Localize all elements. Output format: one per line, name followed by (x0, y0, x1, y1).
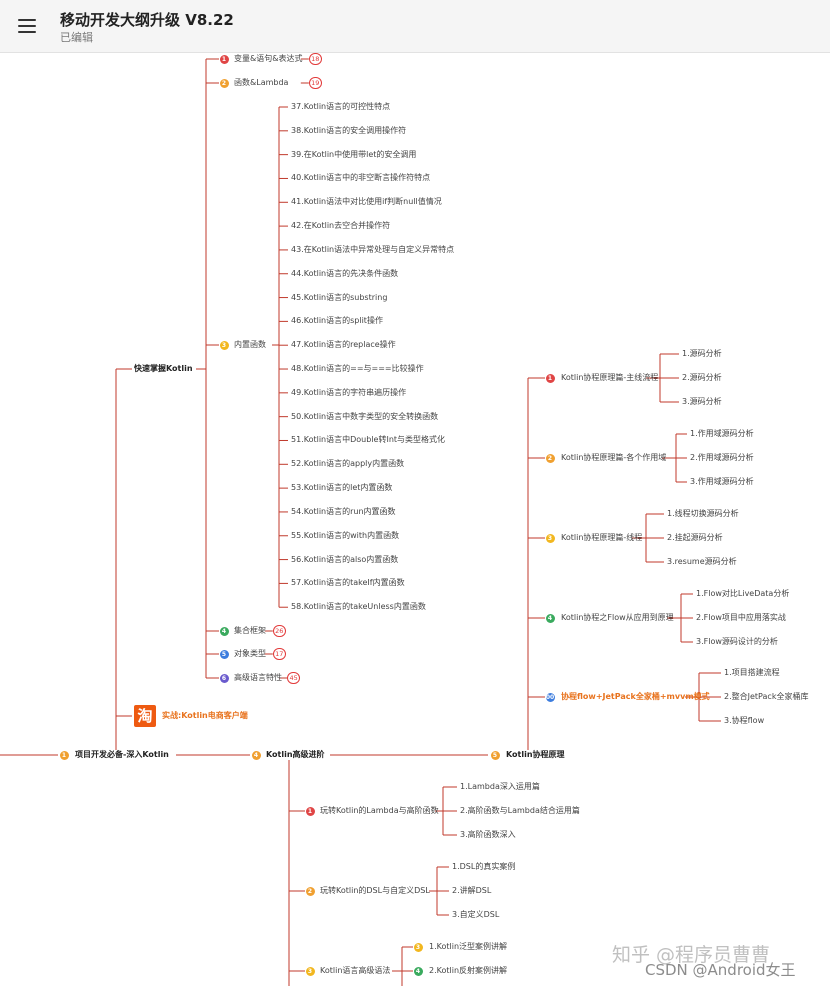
builtin-function-item[interactable]: 58.Kotlin语言的takeUnless内置函数 (291, 602, 426, 612)
quick-item[interactable]: 变量&语句&表达式 (234, 54, 303, 63)
advanced-branch-badge[interactable]: 1 (305, 806, 315, 816)
app-header: 移动开发大纲升级 V8.22 已编辑 (0, 0, 830, 53)
coroutine-branch[interactable]: Kotlin协程之Flow从应用到原理 (561, 613, 674, 622)
advanced-branch-badge[interactable]: 2 (305, 886, 315, 896)
coroutine-child-item[interactable]: 3.Flow源码设计的分析 (696, 637, 778, 646)
builtin-function-item[interactable]: 51.Kotlin语言中Double转Int与类型格式化 (291, 435, 446, 445)
root-project-badge[interactable]: 1 (59, 750, 69, 760)
builtin-function-item[interactable]: 55.Kotlin语言的with内置函数 (291, 530, 400, 540)
child-count-badge[interactable]: 19 (308, 77, 322, 89)
coroutine-child-item[interactable]: 3.源码分析 (682, 397, 722, 406)
builtin-function-item[interactable]: 46.Kotlin语言的split操作 (291, 316, 383, 326)
quick-item-badge[interactable]: 3 (219, 340, 229, 350)
advanced-child-item[interactable]: 3.高阶函数深入 (460, 830, 516, 839)
child-count-badge[interactable]: 45 (287, 672, 301, 684)
coroutine-child-item[interactable]: 3.resume源码分析 (667, 557, 737, 566)
root-project[interactable]: 项目开发必备-深入Kotlin (75, 750, 169, 759)
builtin-function-item[interactable]: 57.Kotlin语言的takeIf内置函数 (291, 578, 405, 588)
quick-item-badge[interactable]: 4 (219, 626, 229, 636)
builtin-function-item[interactable]: 38.Kotlin语言的安全调用操作符 (291, 125, 407, 135)
zhihu-watermark: 知乎 @程序员曹曹 (612, 944, 771, 966)
builtin-function-item[interactable]: 43.在Kotlin语法中异常处理与自定义异常特点 (291, 244, 455, 254)
coroutine-branch-badge[interactable]: 1 (545, 373, 555, 383)
quick-item[interactable]: 集合框架 (234, 626, 266, 635)
coroutine-child-item[interactable]: 2.Flow项目中应用落实战 (696, 613, 786, 622)
quick-item[interactable]: 内置函数 (234, 340, 266, 349)
coroutine-branch-badge[interactable]: 3 (545, 533, 555, 543)
document-title: 移动开发大纲升级 V8.22 (60, 11, 234, 29)
coroutine-child-item[interactable]: 1.作用域源码分析 (690, 429, 754, 438)
coroutine-child-item[interactable]: 1.线程切换源码分析 (667, 509, 739, 518)
advanced-branch[interactable]: 玩转Kotlin的Lambda与高阶函数 (320, 806, 439, 815)
builtin-function-item[interactable]: 54.Kotlin语言的run内置函数 (291, 506, 396, 516)
coroutine-branch-badge[interactable]: 2 (545, 453, 555, 463)
builtin-function-item[interactable]: 45.Kotlin语言的substring (291, 292, 388, 302)
advanced-child-item[interactable]: 2.高阶函数与Lambda结合运用篇 (460, 806, 580, 815)
coroutine-child-item[interactable]: 3.作用域源码分析 (690, 477, 754, 486)
advanced-child-item[interactable]: 1.DSL的真实案例 (452, 862, 516, 871)
builtin-function-item[interactable]: 44.Kotlin语言的先决条件函数 (291, 268, 399, 278)
root-advanced-badge[interactable]: 4 (251, 750, 261, 760)
coroutine-branch[interactable]: 协程flow+JetPack全家桶+mvvm模式 (561, 692, 710, 701)
edit-status: 已编辑 (60, 31, 93, 44)
builtin-function-item[interactable]: 53.Kotlin语言的let内置函数 (291, 483, 393, 493)
builtin-function-item[interactable]: 56.Kotlin语言的also内置函数 (291, 554, 399, 564)
advanced-branch[interactable]: 玩转Kotlin的DSL与自定义DSL (320, 886, 430, 895)
quick-item[interactable]: 函数&Lambda (234, 78, 289, 87)
coroutine-child-item[interactable]: 2.挂起源码分析 (667, 533, 723, 542)
quick-item-badge[interactable]: 6 (219, 673, 229, 683)
builtin-function-item[interactable]: 52.Kotlin语言的apply内置函数 (291, 459, 405, 469)
coroutine-child-item[interactable]: 2.源码分析 (682, 373, 722, 382)
builtin-function-item[interactable]: 49.Kotlin语言的字符串遍历操作 (291, 387, 407, 397)
builtin-function-item[interactable]: 48.Kotlin语言的==与===比较操作 (291, 364, 424, 374)
coroutine-child-item[interactable]: 2.整合JetPack全家桶库 (724, 692, 809, 701)
root-coroutine[interactable]: Kotlin协程原理 (506, 750, 565, 759)
coroutine-branch[interactable]: Kotlin协程原理篇-线程 (561, 533, 643, 542)
coroutine-child-item[interactable]: 2.作用域源码分析 (690, 453, 754, 462)
hamburger-menu-icon[interactable] (18, 17, 38, 33)
quick-item-badge[interactable]: 5 (219, 649, 229, 659)
quick-item[interactable]: 对象类型 (234, 649, 266, 658)
advanced-child-item[interactable]: 2.Kotlin反射案例讲解 (429, 966, 508, 975)
coroutine-child-item[interactable]: 3.协程flow (724, 716, 765, 725)
advanced-child-item[interactable]: 2.讲解DSL (452, 886, 492, 895)
advanced-sub-badge[interactable]: 3 (413, 942, 423, 952)
child-count-badge[interactable]: 18 (308, 53, 322, 65)
quick-item[interactable]: 高级语言特性 (234, 673, 282, 682)
advanced-child-item[interactable]: 1.Kotlin泛型案例讲解 (429, 942, 508, 951)
root-advanced[interactable]: Kotlin高级进阶 (266, 750, 325, 759)
builtin-function-item[interactable]: 40.Kotlin语言中的非空断言操作符特点 (291, 173, 431, 183)
root-coroutine-badge[interactable]: 5 (490, 750, 500, 760)
builtin-function-item[interactable]: 39.在Kotlin中使用带let的安全调用 (291, 149, 417, 159)
child-count-badge[interactable]: 17 (272, 648, 286, 660)
coroutine-child-item[interactable]: 1.项目搭建流程 (724, 668, 780, 677)
quick-item-badge[interactable]: 1 (219, 54, 229, 64)
coroutine-child-item[interactable]: 1.Flow对比LiveData分析 (696, 589, 790, 598)
coroutine-branch-badge[interactable]: 4 (545, 613, 555, 623)
advanced-child-item[interactable]: 1.Lambda深入运用篇 (460, 782, 540, 791)
coroutine-branch[interactable]: Kotlin协程原理篇-主线流程 (561, 373, 659, 382)
builtin-function-item[interactable]: 47.Kotlin语言的replace操作 (291, 340, 396, 350)
builtin-function-item[interactable]: 50.Kotlin语言中数字类型的安全转换函数 (291, 411, 439, 421)
advanced-branch[interactable]: Kotlin语言高级语法 (320, 966, 391, 975)
builtin-function-item[interactable]: 42.在Kotlin去空合并操作符 (291, 221, 391, 231)
coroutine-child-item[interactable]: 1.源码分析 (682, 349, 722, 358)
child-count-badge[interactable]: 26 (272, 625, 286, 637)
builtin-function-item[interactable]: 41.Kotlin语法中对比使用if判断null值情况 (291, 197, 442, 207)
practice-node[interactable]: 实战:Kotlin电商客户端 (162, 711, 248, 720)
csdn-watermark: CSDN @Android女王 (645, 961, 796, 979)
taobao-shop-icon: 淘 (134, 705, 156, 727)
advanced-sub-badge[interactable]: 4 (413, 966, 423, 976)
coroutine-branch-badge[interactable]: 00 (545, 692, 555, 702)
quick-item-badge[interactable]: 2 (219, 78, 229, 88)
advanced-child-item[interactable]: 3.自定义DSL (452, 910, 500, 919)
quick-kotlin-node[interactable]: 快速掌握Kotlin (134, 364, 193, 373)
builtin-function-item[interactable]: 37.Kotlin语言的可控性特点 (291, 102, 391, 111)
coroutine-branch[interactable]: Kotlin协程原理篇-各个作用域 (561, 453, 667, 462)
advanced-branch-badge[interactable]: 3 (305, 966, 315, 976)
